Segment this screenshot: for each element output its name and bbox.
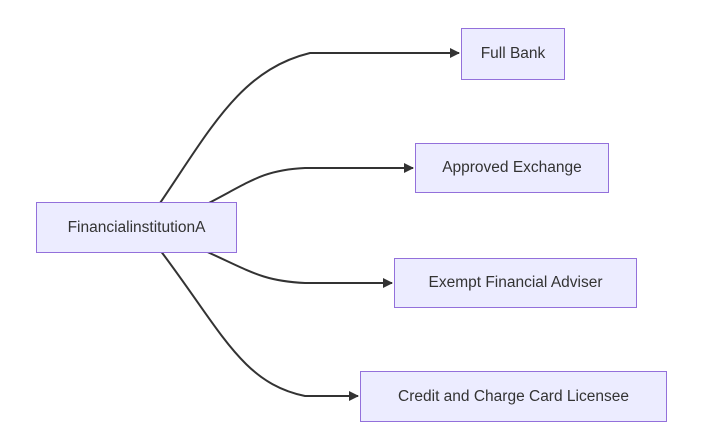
edge-to-full-bank [157,48,460,207]
node-credit-and-charge-card-licensee-label: Credit and Charge Card Licensee [398,387,629,405]
node-approved-exchange-label: Approved Exchange [442,159,582,176]
node-full-bank: Full Bank [461,28,565,80]
node-exempt-financial-adviser: Exempt Financial Adviser [394,258,637,308]
node-exempt-financial-adviser-label: Exempt Financial Adviser [428,274,603,291]
node-full-bank-label: Full Bank [480,45,546,62]
node-financial-institution-a: FinancialinstitutionA [36,202,237,253]
node-financial-institution-a-label: FinancialinstitutionA [67,218,206,236]
edge-to-credit-card-licensee [159,249,359,401]
edge-to-exempt-financial-adviser [202,249,393,288]
edge-to-approved-exchange [202,163,414,207]
node-approved-exchange: Approved Exchange [415,143,609,193]
node-credit-and-charge-card-licensee: Credit and Charge Card Licensee [360,371,667,422]
